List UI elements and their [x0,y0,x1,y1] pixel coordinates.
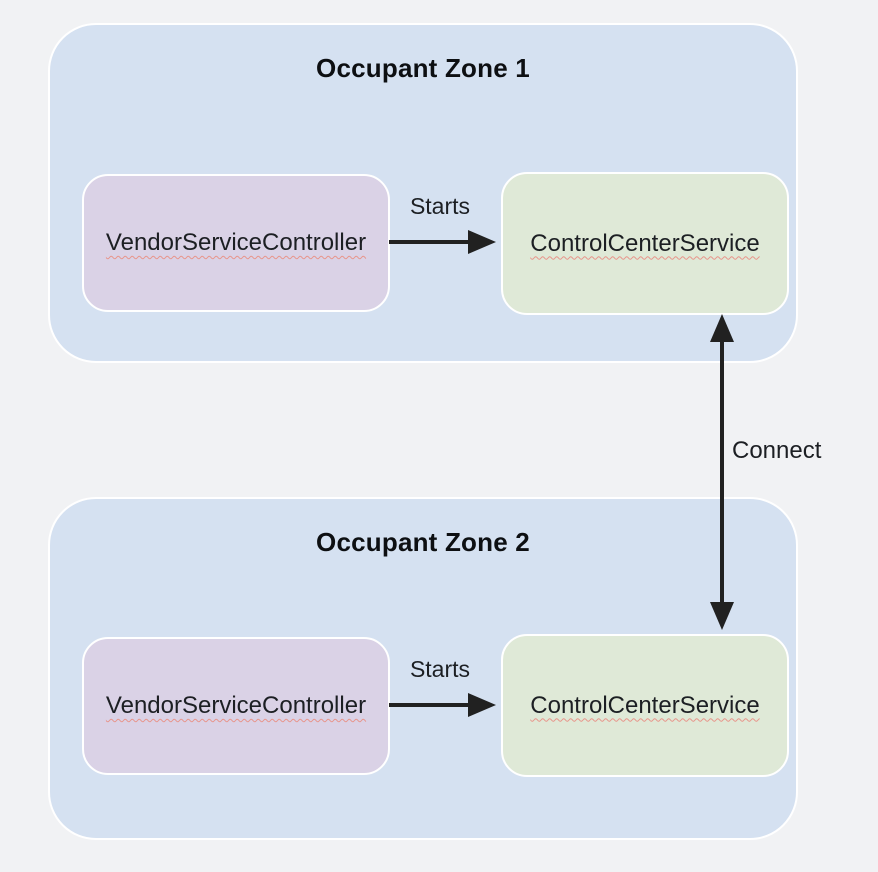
zone-2-control-center-service-label: ControlCenterService [530,691,760,719]
zone-2-title: Occupant Zone 2 [316,527,530,557]
occupant-zone-2: Occupant Zone 2 VendorServiceController … [48,497,798,840]
zone-1-vendor-service-controller-node: VendorServiceController [82,174,390,312]
zone-1-control-center-service-node: ControlCenterService [501,172,789,315]
zone-1-control-center-service-label: ControlCenterService [530,229,760,257]
zone-2-vendor-service-controller-label: VendorServiceController [105,692,367,719]
zone-1-title: Occupant Zone 1 [316,53,530,83]
starts-edge-label-zone-2: Starts [409,656,471,682]
occupant-zone-1: Occupant Zone 1 VendorServiceController … [48,23,798,363]
connect-edge-label: Connect [732,437,822,464]
zone-1-vendor-service-controller-label: VendorServiceController [105,229,367,256]
starts-edge-label-zone-1: Starts [409,193,471,219]
zone-2-control-center-service-node: ControlCenterService [501,634,789,777]
zone-2-vendor-service-controller-node: VendorServiceController [82,637,390,775]
